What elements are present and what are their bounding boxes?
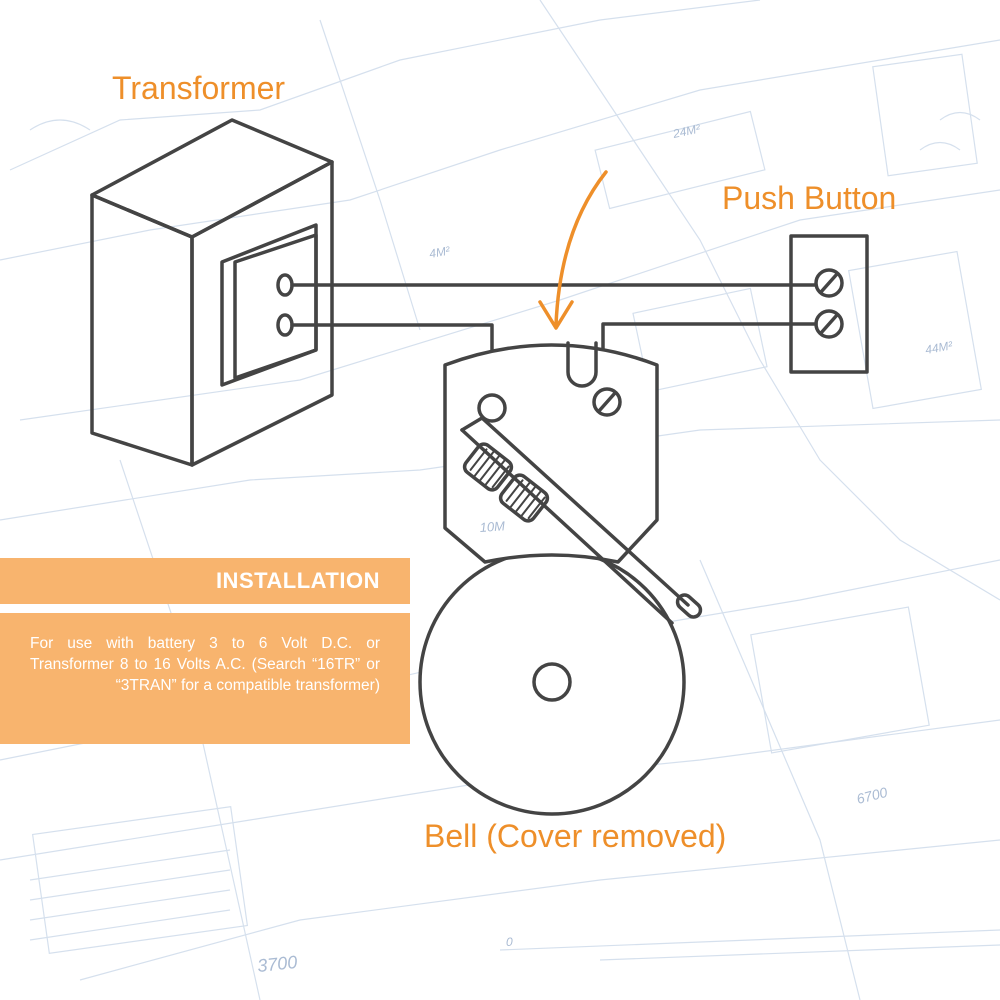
bell-terminal-left <box>477 393 507 423</box>
bell-mount-slot <box>566 341 598 388</box>
blueprint-number: 10M <box>479 518 505 535</box>
installation-body-band <box>0 613 410 744</box>
push-button-label: Push Button <box>722 180 897 216</box>
bell-gong <box>418 548 686 816</box>
bell <box>418 341 703 816</box>
blueprint-number: 44M² <box>924 338 954 357</box>
transformer-top-face <box>90 118 334 239</box>
screw-terminal-icon <box>592 387 622 417</box>
transformer-label: Transformer <box>112 70 286 106</box>
installation-panel: For use with battery 3 to 6 Volt D.C. or… <box>0 613 410 744</box>
curved-arrow-icon <box>538 170 608 330</box>
blueprint-numbers: 3700 6700 10M 24M² 44M² 4M² 0 <box>256 121 954 976</box>
transformer-terminal-plate <box>233 233 318 380</box>
installation-header: INSTALLATION <box>0 558 410 604</box>
screw-terminal-icon <box>814 268 844 298</box>
bell-coil-top <box>462 442 514 492</box>
installation-description: For use with battery 3 to 6 Volt D.C. or… <box>30 635 380 694</box>
bell-hammer-head <box>675 593 703 619</box>
bell-label: Bell (Cover removed) <box>424 818 727 854</box>
installation-title: INSTALLATION <box>215 568 380 593</box>
bell-base-plate <box>443 343 659 564</box>
blueprint-number: 24M² <box>671 121 703 141</box>
push-button-housing <box>789 234 869 374</box>
transformer <box>90 118 334 467</box>
blueprint-number: 3700 <box>256 952 298 976</box>
screw-terminal-icon <box>814 309 844 339</box>
bell-hammer-arm-lower <box>460 428 674 625</box>
bell-coil-bottom <box>498 473 550 523</box>
transformer-terminal-top <box>276 273 294 297</box>
installation-title-band <box>0 558 410 604</box>
bell-hammer-arm <box>460 416 690 607</box>
blueprint-number: 4M² <box>428 243 452 261</box>
blueprint-number: 6700 <box>855 784 889 807</box>
transformer-side-face <box>190 160 334 467</box>
transformer-terminal-bottom <box>276 313 294 337</box>
bell-gong-center <box>532 662 572 702</box>
transformer-front-face <box>90 193 194 467</box>
push-button <box>789 234 869 374</box>
blueprint-number: 0 <box>506 935 513 949</box>
